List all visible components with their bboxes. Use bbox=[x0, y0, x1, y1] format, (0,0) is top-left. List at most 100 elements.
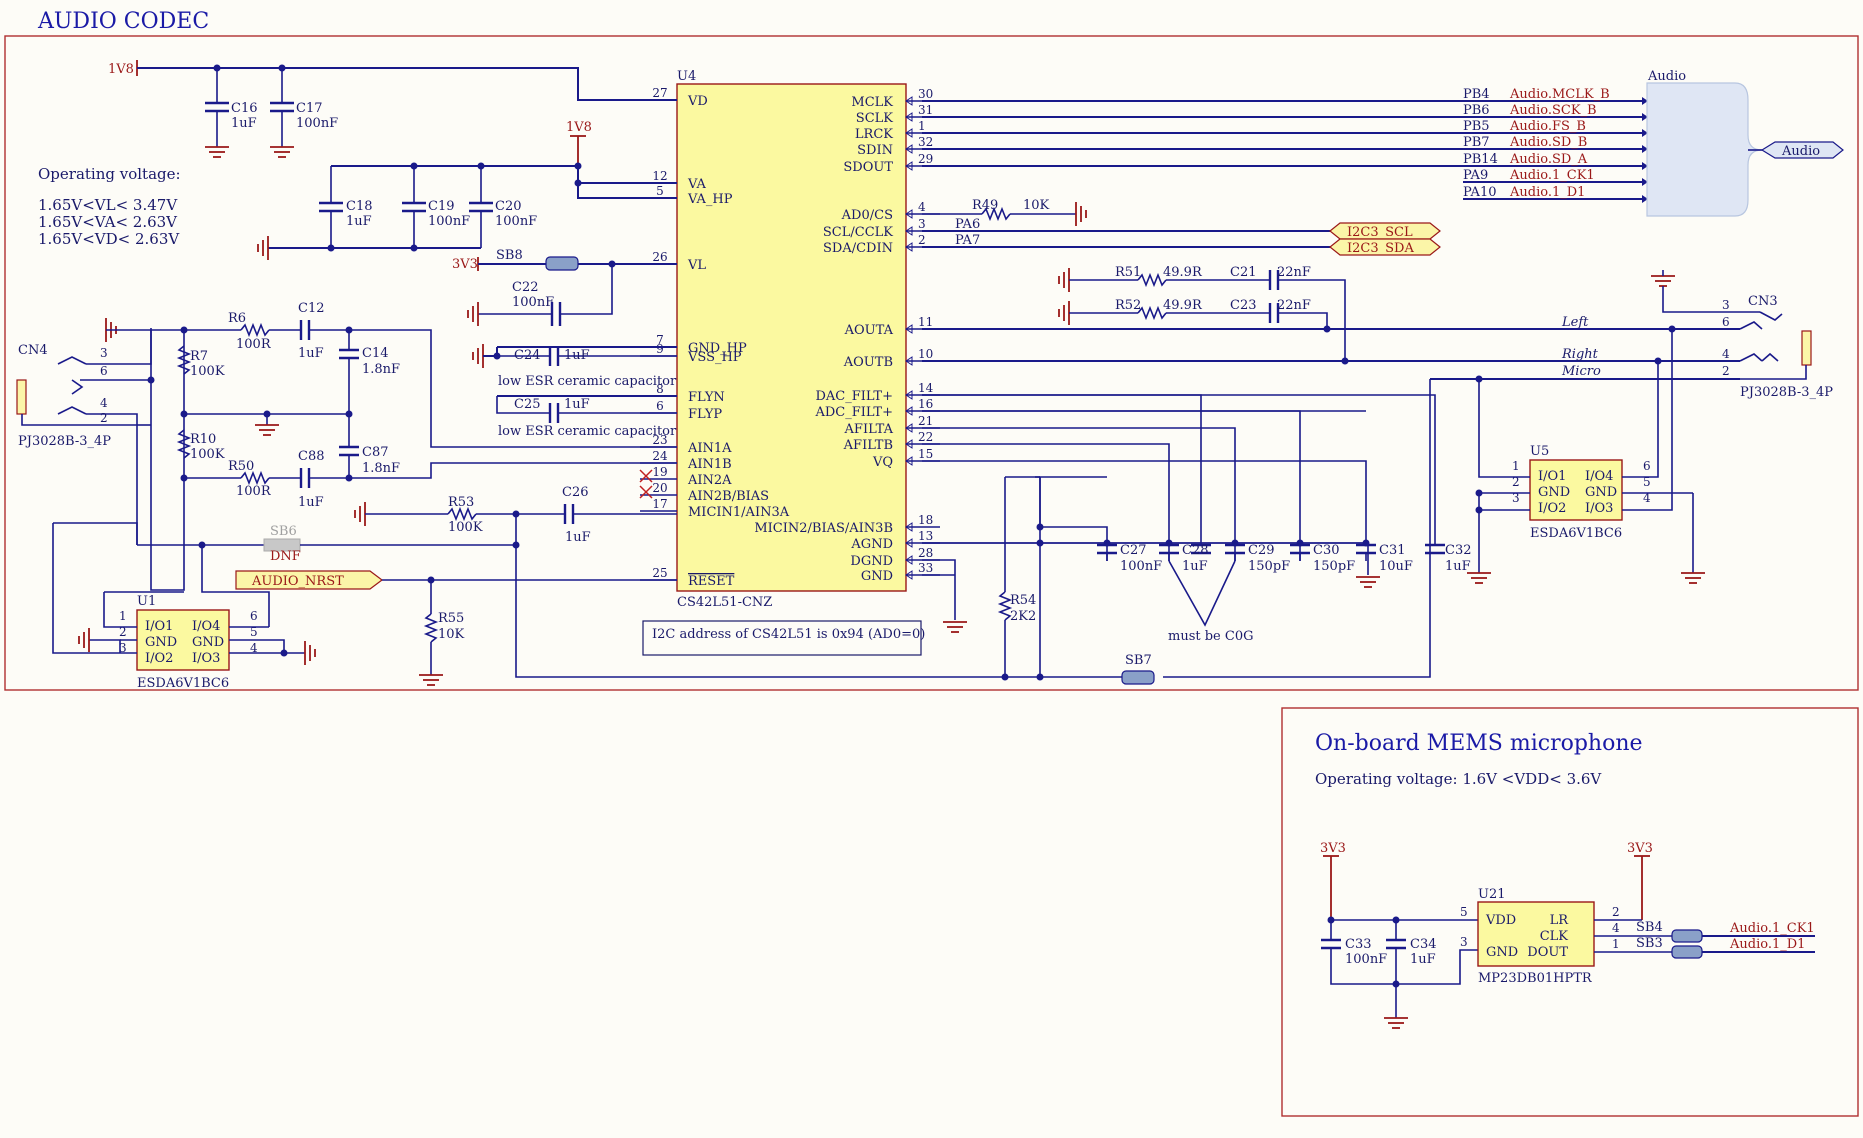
c23-val: 22nF bbox=[1277, 298, 1311, 313]
u4-pin-arrow bbox=[905, 209, 913, 219]
sb7-jumper bbox=[1121, 670, 1155, 685]
u4-pin-arrow bbox=[905, 390, 913, 400]
u1-esd-chip: U1 ESDA6V1BC6 I/O1 GND I/O2 I/O4 GND I/O… bbox=[119, 594, 258, 691]
u4-pin-number: 21 bbox=[918, 414, 933, 428]
mems-title: On-board MEMS microphone bbox=[1315, 731, 1643, 756]
i2c-note: I2C address of CS42L51 is 0x94 (AD0=0) bbox=[652, 627, 925, 642]
u4-pin-name: VSS_HP bbox=[687, 350, 742, 365]
c14-ref: C14 bbox=[362, 346, 389, 361]
u5-pin-num: 5 bbox=[1643, 475, 1651, 489]
u4-codec-chip: U4 CS42L51-CNZ 27VD12VA5VA_HP26VL7GND_HP… bbox=[640, 69, 940, 610]
c27-val: 100nF bbox=[1120, 559, 1162, 574]
c25-val: 1uF bbox=[564, 397, 590, 412]
audio-bus-net: Audio.SD_B bbox=[1509, 135, 1587, 150]
u21-pin-name: DOUT bbox=[1527, 945, 1568, 960]
u4-pin-arrow bbox=[905, 456, 913, 466]
c12-ref: C12 bbox=[298, 301, 325, 316]
u4-pin-name: SCLK bbox=[856, 111, 893, 126]
r51-ref: R51 bbox=[1115, 265, 1141, 280]
audio-bus-title: Audio bbox=[1647, 69, 1686, 84]
u4-pin-number: 7 bbox=[656, 333, 664, 347]
c87-ref: C87 bbox=[362, 445, 389, 460]
audio-bus-pin: PA9 bbox=[1463, 168, 1488, 183]
c26-val: 1uF bbox=[565, 530, 591, 545]
r55-ref: R55 bbox=[438, 611, 464, 626]
c20-ref: C20 bbox=[495, 199, 522, 214]
u4-pin-number: 12 bbox=[652, 169, 667, 183]
cn4-body bbox=[16, 379, 27, 415]
u4-pin-number: 32 bbox=[918, 135, 933, 149]
i2c3-sda-label: I2C3_SDA bbox=[1347, 241, 1414, 256]
u4-pin-arrow bbox=[905, 406, 913, 416]
u4-pin-arrow bbox=[905, 522, 913, 532]
c31-val: 10uF bbox=[1379, 559, 1413, 574]
c20-val: 100nF bbox=[495, 214, 537, 229]
u5-pin-num: 3 bbox=[1512, 491, 1520, 505]
c18-ref: C18 bbox=[346, 199, 373, 214]
c33-val: 100nF bbox=[1345, 952, 1387, 967]
u21-pin-num: 2 bbox=[1612, 905, 1620, 919]
sb3-ref: SB3 bbox=[1636, 936, 1663, 951]
u4-pin-name: MICIN1/AIN3A bbox=[688, 505, 790, 520]
c16-val: 1uF bbox=[231, 116, 257, 131]
audio-bus-net: Audio.SD_A bbox=[1509, 152, 1588, 167]
u4-pin-name: MCLK bbox=[851, 95, 893, 110]
r50-ref: R50 bbox=[228, 459, 254, 474]
u4-pin-number: 1 bbox=[918, 119, 926, 133]
r10-val: 100K bbox=[190, 447, 225, 462]
audio-bus-arrow bbox=[1642, 145, 1648, 153]
c17-val: 100nF bbox=[296, 116, 338, 131]
c21-ref: C21 bbox=[1230, 265, 1257, 280]
codec-frame bbox=[4, 35, 1859, 691]
u1-pin-name: I/O1 bbox=[145, 619, 173, 634]
u4-pin-number: 26 bbox=[652, 250, 667, 264]
u21-pin-name: GND bbox=[1486, 945, 1518, 960]
codec-opv-line: 1.65V<VL< 3.47V bbox=[38, 196, 178, 214]
audio-bus-arrow bbox=[1642, 97, 1648, 105]
u1-pin-num: 6 bbox=[250, 609, 258, 623]
u4-pin-arrow bbox=[905, 226, 913, 236]
c88-ref: C88 bbox=[298, 449, 325, 464]
u4-pin-number: 10 bbox=[918, 347, 933, 361]
u4-pin-name: LRCK bbox=[855, 127, 893, 142]
audio-bus-pin: PB4 bbox=[1463, 87, 1490, 102]
u5-pin-name: GND bbox=[1585, 485, 1617, 500]
c17-ref: C17 bbox=[296, 101, 323, 116]
mems-3v3-right: 3V3 bbox=[1627, 841, 1653, 856]
u4-pin-name: AD0/CS bbox=[841, 208, 893, 223]
audio-bus-arrow bbox=[1642, 129, 1648, 137]
u4-part: CS42L51-CNZ bbox=[677, 595, 772, 610]
codec-title: AUDIO CODEC bbox=[37, 9, 209, 34]
u4-pin-arrow bbox=[905, 144, 913, 154]
u21-pin-name: LR bbox=[1550, 913, 1570, 928]
u4-pin-number: 20 bbox=[652, 481, 667, 495]
c0g-note: must be C0G bbox=[1168, 629, 1253, 644]
u4-pin-number: 18 bbox=[918, 513, 933, 527]
u5-pin-name: GND bbox=[1538, 485, 1570, 500]
u4-pin-number: 31 bbox=[918, 103, 933, 117]
u4-pin-name: SDIN bbox=[857, 143, 893, 158]
u5-esd-chip: U5 ESDA6V1BC6 I/O1 GND I/O2 I/O4 GND I/O… bbox=[1512, 444, 1651, 541]
u4-pin-arrow bbox=[905, 324, 913, 334]
u4-pin-name: DGND bbox=[850, 554, 893, 569]
u4-pin-arrow bbox=[905, 423, 913, 433]
u4-pin-name: VD bbox=[687, 94, 708, 109]
c19-val: 100nF bbox=[428, 214, 470, 229]
c27-ref: C27 bbox=[1120, 543, 1147, 558]
u4-pin-name: FLYN bbox=[688, 390, 725, 405]
mems-net-ck: Audio.1_CK1 bbox=[1729, 921, 1815, 936]
u1-pin-num: 4 bbox=[250, 641, 258, 655]
audio-bus-net: Audio.1_CK1 bbox=[1509, 168, 1595, 183]
u4-pin-arrow bbox=[905, 570, 913, 580]
u4-pin-number: 23 bbox=[652, 433, 667, 447]
c32-val: 1uF bbox=[1445, 559, 1471, 574]
c24-val: 1uF bbox=[564, 348, 590, 363]
u4-pin-name: AGND bbox=[850, 537, 893, 552]
u5-pin-num: 4 bbox=[1643, 491, 1651, 505]
u4-pin-name: AFILTB bbox=[843, 438, 893, 453]
audio-bus-pin: PA10 bbox=[1463, 185, 1496, 200]
u1-pin-name: I/O3 bbox=[192, 651, 220, 666]
u1-pin-name: GND bbox=[192, 635, 224, 650]
u21-mems-chip: U21 MP23DB01HPTR VDD GND 5 3 LR CLK DOUT… bbox=[1460, 887, 1620, 986]
u4-pin-arrow bbox=[905, 128, 913, 138]
